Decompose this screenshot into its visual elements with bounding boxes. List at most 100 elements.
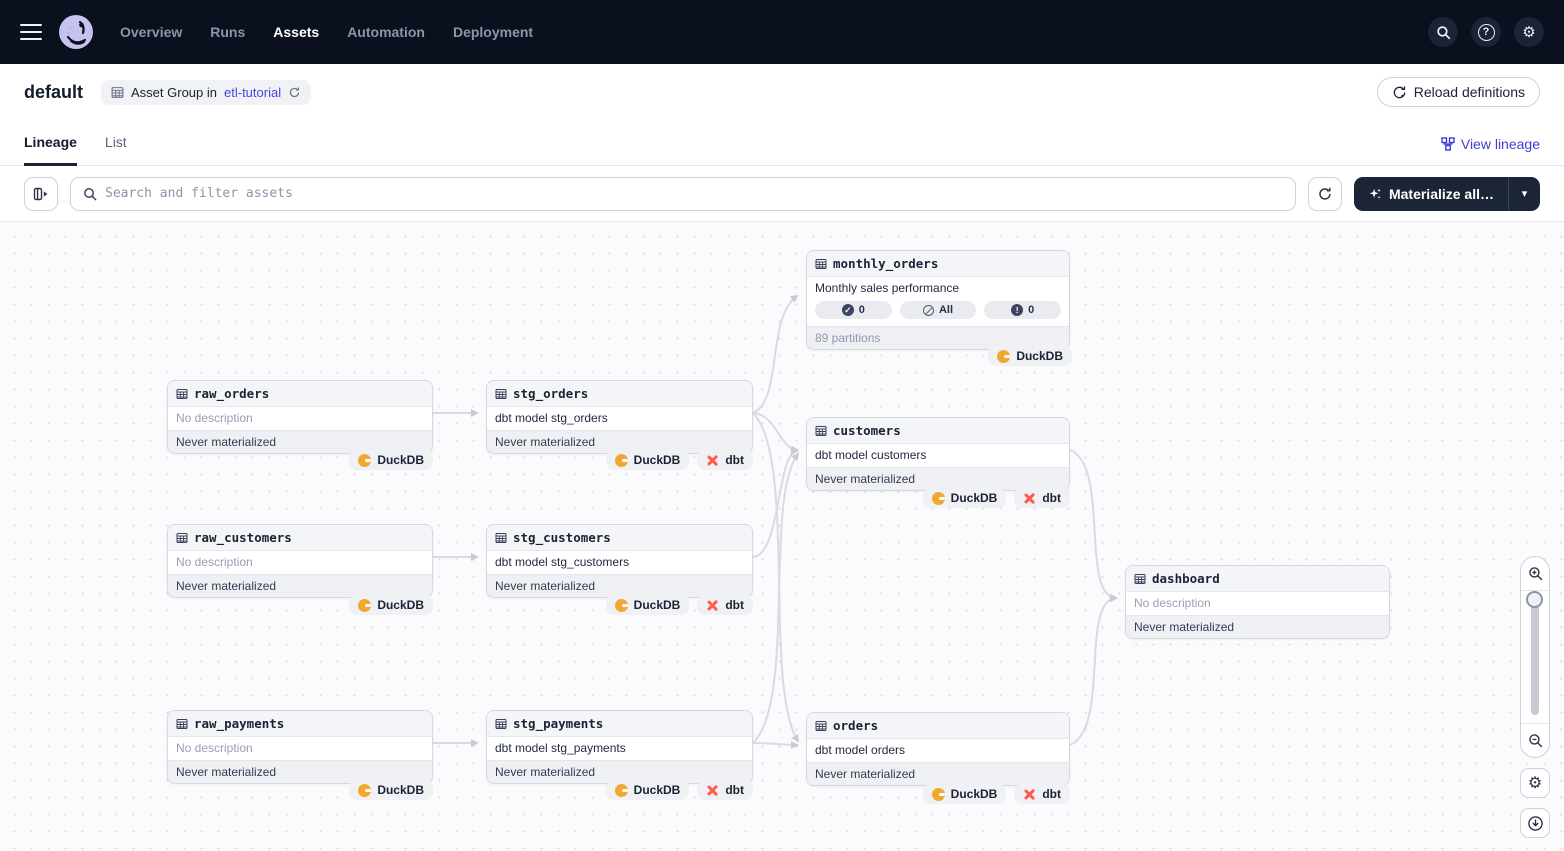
asset-description: dbt model stg_payments [487,737,752,760]
duckdb-icon [614,453,628,467]
nav-item-assets[interactable]: Assets [273,24,320,40]
view-lineage-link[interactable]: View lineage [1441,136,1540,165]
asset-name: raw_payments [194,716,285,731]
kind-label: DuckDB [633,453,681,467]
tab-list[interactable]: List [104,134,127,150]
asset-kind-tags: DuckDB dbt [486,450,753,470]
asset-description: No description [168,551,432,574]
asset-status: Never materialized [168,430,432,453]
code-location-link[interactable]: etl-tutorial [224,84,282,100]
nav-item-automation[interactable]: Automation [347,24,425,40]
asset-node-monthly-orders[interactable]: monthly_orders Monthly sales performance… [806,250,1070,350]
dbt-icon [1023,492,1036,505]
refresh-icon[interactable] [288,86,301,99]
kind-label: dbt [725,598,744,612]
zoom-slider-track[interactable] [1531,599,1539,715]
tab-lineage[interactable]: Lineage [24,134,77,166]
materialize-all-button[interactable]: Materialize all… [1353,176,1508,211]
kind-tag-dbt[interactable]: dbt [1014,784,1070,804]
kind-tag-dbt[interactable]: dbt [697,595,753,615]
asset-node-stg-payments[interactable]: stg_payments dbt model stg_payments Neve… [486,710,753,784]
nav-item-deployment[interactable]: Deployment [452,24,534,40]
zoom-out-icon[interactable] [1521,723,1549,757]
menu-icon[interactable] [20,24,42,40]
graph-settings-gear-icon[interactable]: ⚙ [1520,768,1550,798]
kind-label: DuckDB [377,598,424,612]
materialize-all-label: Materialize all… [1388,185,1494,202]
table-icon [815,258,827,269]
kind-tag-duckdb[interactable]: DuckDB [605,780,690,800]
help-icon[interactable]: ? [1471,17,1501,47]
dagster-logo-icon[interactable] [58,14,94,50]
dbt-icon [706,454,719,467]
asset-description: dbt model orders [807,739,1069,762]
kind-tag-duckdb[interactable]: DuckDB [922,784,1007,804]
kind-label: dbt [725,453,744,467]
kind-tag-duckdb[interactable]: DuckDB [922,488,1007,508]
table-icon [1134,573,1146,584]
dbt-icon [706,784,719,797]
asset-name: customers [833,423,901,438]
asset-kind-tags: DuckDB [167,780,433,800]
partitions-materialized-pill[interactable]: 0 [815,301,892,319]
table-icon [176,388,188,399]
asset-node-orders[interactable]: orders dbt model orders Never materializ… [806,712,1070,786]
asset-description: Monthly sales performance [807,277,1069,300]
asset-status: Never materialized [168,574,432,597]
reload-definitions-button[interactable]: Reload definitions [1376,77,1540,107]
kind-tag-duckdb[interactable]: DuckDB [349,450,433,470]
nav-item-overview[interactable]: Overview [120,24,183,40]
search-icon[interactable] [1428,17,1458,47]
settings-gear-icon[interactable]: ⚙ [1514,17,1544,47]
open-panel-icon[interactable] [24,176,58,211]
asset-name: dashboard [1152,571,1220,586]
nav-item-runs[interactable]: Runs [210,24,246,40]
kind-tag-duckdb[interactable]: DuckDB [605,595,690,615]
duckdb-icon [931,787,945,801]
kind-tag-dbt[interactable]: dbt [697,780,753,800]
nav-links: Overview Runs Assets Automation Deployme… [120,24,533,40]
kind-tag-dbt[interactable]: dbt [697,450,753,470]
asset-status: Never materialized [487,760,752,783]
asset-node-raw-customers[interactable]: raw_customers No description Never mater… [167,524,433,598]
table-icon [815,720,827,731]
kind-tag-duckdb[interactable]: DuckDB [988,346,1072,366]
asset-description: No description [168,407,432,430]
missing-count: All [938,304,954,316]
search-input[interactable] [105,186,1283,201]
kind-label: dbt [725,783,744,797]
asset-node-dashboard[interactable]: dashboard No description Never materiali… [1125,565,1390,639]
asset-kind-tags: DuckDB dbt [486,595,753,615]
asset-status: Never materialized [1126,615,1389,638]
kind-tag-duckdb[interactable]: DuckDB [605,450,690,470]
table-icon [495,718,507,729]
gear-glyph: ⚙ [1527,775,1543,792]
lineage-graph-canvas[interactable]: monthly_orders Monthly sales performance… [0,222,1564,851]
download-graph-icon[interactable] [1520,808,1550,838]
table-icon [176,532,188,543]
zoom-in-icon[interactable] [1521,557,1549,591]
kind-tag-duckdb[interactable]: DuckDB [349,595,433,615]
asset-node-stg-customers[interactable]: stg_customers dbt model stg_customers Ne… [486,524,753,598]
kind-label: DuckDB [950,491,998,505]
asset-group-badge-text: Asset Group in [131,84,218,100]
asset-node-customers[interactable]: customers dbt model customers Never mate… [806,417,1070,491]
refresh-graph-icon[interactable] [1307,176,1342,211]
partitions-failed-pill[interactable]: 0 [984,301,1062,319]
table-icon [176,718,188,729]
kind-tag-dbt[interactable]: dbt [1014,488,1070,508]
kind-tag-duckdb[interactable]: DuckDB [349,780,433,800]
partitions-missing-pill[interactable]: All [899,301,977,319]
asset-node-raw-payments[interactable]: raw_payments No description Never materi… [167,710,433,784]
duckdb-icon [358,453,372,467]
kind-label: DuckDB [1016,349,1063,363]
asset-node-raw-orders[interactable]: raw_orders No description Never material… [167,380,433,454]
duckdb-icon [358,598,372,612]
zoom-slider-handle[interactable] [1526,591,1543,608]
asset-node-stg-orders[interactable]: stg_orders dbt model stg_orders Never ma… [486,380,753,454]
asset-status: Never materialized [168,760,432,783]
materialize-options-caret[interactable]: ▾ [1508,176,1540,211]
kind-label: dbt [1042,787,1061,801]
asset-name: raw_customers [194,530,292,545]
duckdb-icon [997,349,1011,363]
